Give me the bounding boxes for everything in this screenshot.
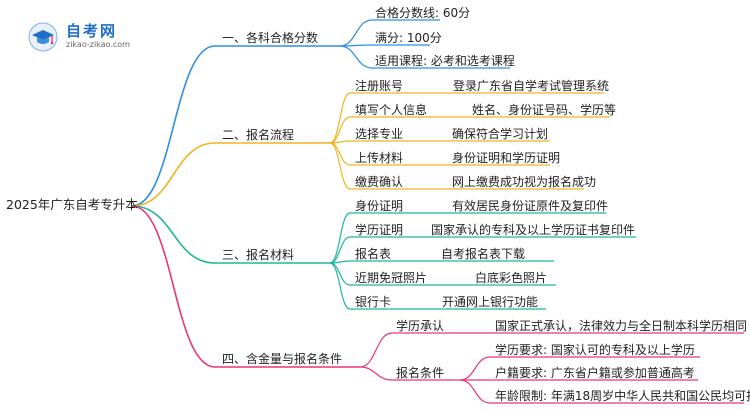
detail-label: 姓名、身份证号码、学历等 bbox=[472, 103, 617, 117]
node-connector bbox=[329, 262, 351, 310]
branch-label: 二、报名流程 bbox=[222, 128, 295, 142]
node-connector bbox=[329, 236, 351, 264]
detail-label: 白底彩色照片 bbox=[475, 271, 548, 285]
leaf-label: 合格分数线: 60分 bbox=[375, 6, 471, 20]
node-label: 填写个人信息 bbox=[355, 103, 428, 117]
leaf-label: 适用课程: 必考和选考课程 bbox=[375, 54, 515, 68]
detail-connector bbox=[459, 356, 491, 381]
node-label: 近期免冠照片 bbox=[355, 271, 428, 285]
detail-label: 网上缴费成功视为报名成功 bbox=[452, 175, 597, 189]
detail-label: 自考报名表下载 bbox=[441, 247, 526, 261]
node-label: 学历证明 bbox=[355, 223, 404, 237]
trunk-line bbox=[131, 45, 216, 207]
leaf-connector bbox=[339, 45, 373, 69]
detail-label: 国家承认的专科及以上学历证书复印件 bbox=[431, 223, 636, 237]
leaf-label: 满分: 100分 bbox=[375, 31, 442, 45]
logo-url: zikao-zikao.com bbox=[66, 40, 130, 49]
detail-label: 国家正式承认，法律效力与全日制本科学历相同 bbox=[495, 319, 748, 333]
leaf-connector bbox=[339, 19, 373, 47]
graduation-cap-icon bbox=[28, 22, 58, 52]
detail-label: 开通网上银行功能 bbox=[442, 295, 539, 309]
node-label: 报名表 bbox=[355, 247, 392, 261]
detail-label: 年龄限制: 年满18周岁中华人民共和国公民均可报考 bbox=[495, 389, 750, 403]
detail-connector bbox=[459, 379, 491, 404]
node-label: 学历承认 bbox=[396, 319, 445, 333]
node-label: 身份证明 bbox=[355, 199, 404, 213]
detail-label: 登录广东省自学考试管理系统 bbox=[453, 79, 610, 93]
node-label: 缴费确认 bbox=[355, 175, 404, 189]
node-connector bbox=[329, 262, 351, 286]
site-logo[interactable]: 自考网 zikao-zikao.com bbox=[28, 20, 148, 56]
node-label: 报名条件 bbox=[396, 366, 445, 380]
detail-label: 学历要求: 国家认可的专科及以上学历 bbox=[495, 343, 695, 357]
branch-label: 四、含金量与报名条件 bbox=[222, 352, 343, 366]
node-connector bbox=[329, 92, 351, 144]
node-connector bbox=[329, 142, 351, 166]
node-label: 注册账号 bbox=[355, 79, 404, 93]
detail-label: 身份证明和学历证明 bbox=[452, 151, 561, 165]
branch-label: 一、各科合格分数 bbox=[222, 31, 319, 45]
branch-label: 三、报名材料 bbox=[222, 248, 295, 262]
node-connector bbox=[329, 142, 351, 190]
trunk-line bbox=[131, 205, 216, 264]
detail-label: 确保符合学习计划 bbox=[452, 127, 549, 141]
node-label: 选择专业 bbox=[355, 127, 404, 141]
trunk-line bbox=[131, 205, 216, 368]
trunk-line bbox=[131, 142, 216, 207]
detail-label: 有效居民身份证原件及复印件 bbox=[452, 199, 609, 213]
node-label: 银行卡 bbox=[355, 295, 392, 309]
detail-label: 户籍要求: 广东省户籍或参加普通高考 bbox=[495, 366, 695, 380]
node-connector bbox=[329, 212, 351, 264]
mindmap-root: 2025年广东自考专升本 bbox=[6, 197, 138, 212]
node-label: 上传材料 bbox=[355, 151, 404, 165]
logo-title: 自考网 bbox=[66, 22, 118, 40]
node-connector bbox=[359, 366, 393, 381]
node-connector bbox=[329, 116, 351, 144]
node-connector bbox=[359, 332, 393, 368]
